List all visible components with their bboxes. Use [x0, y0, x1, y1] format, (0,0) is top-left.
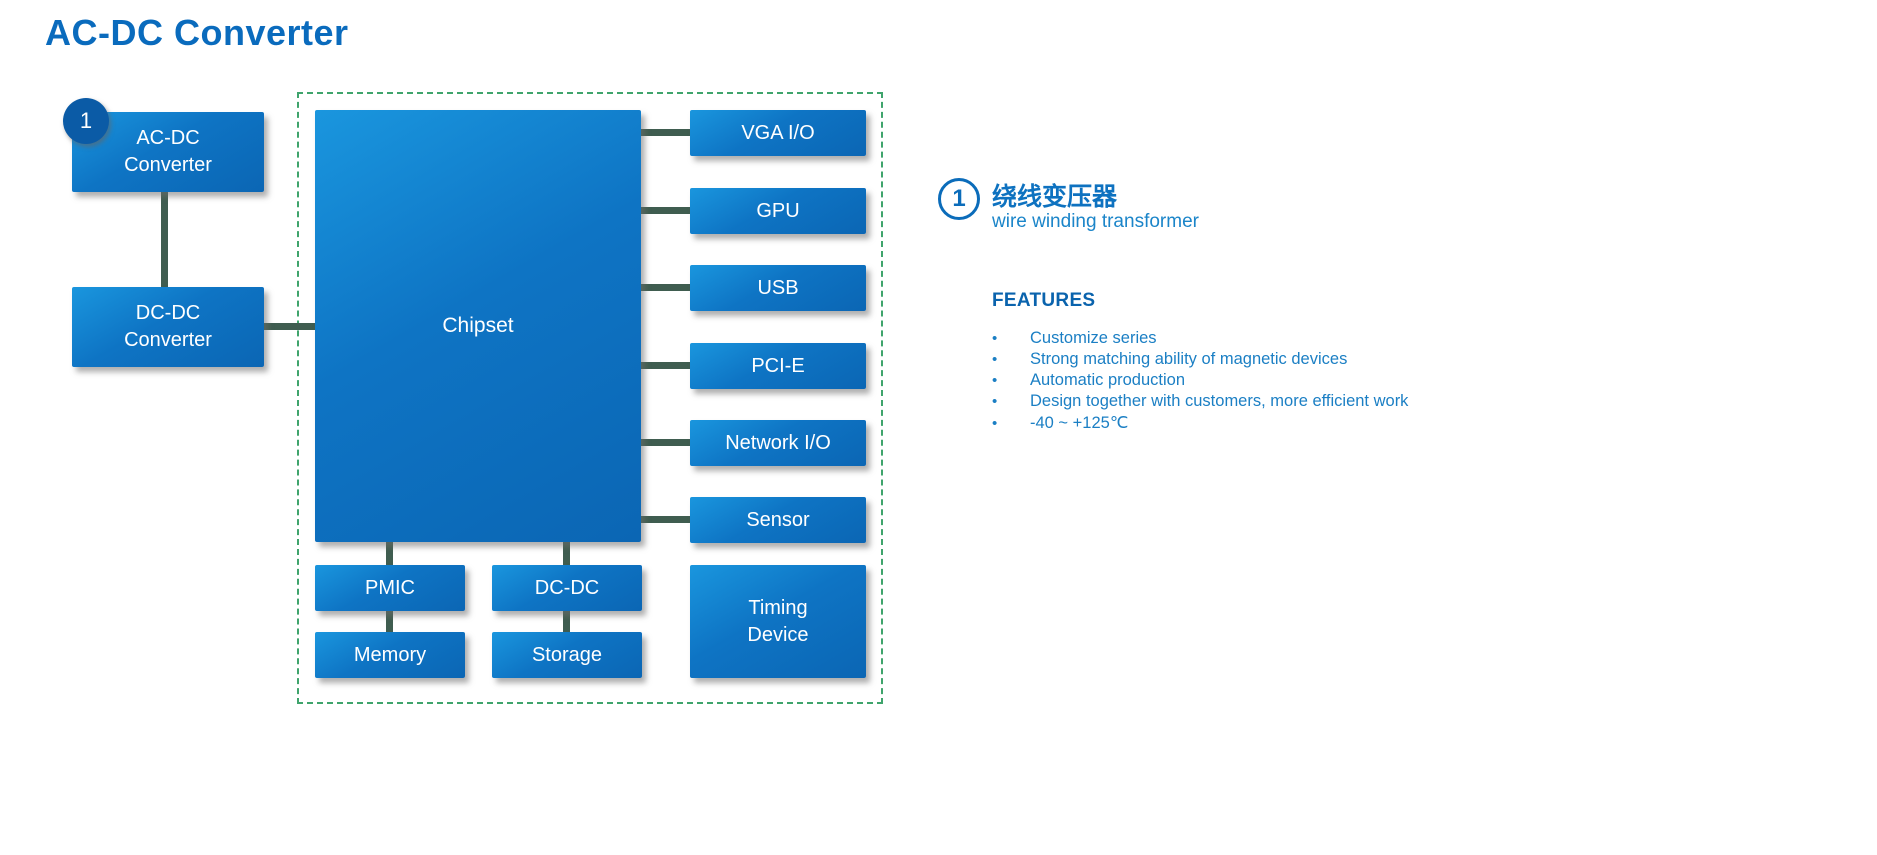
pmic-box: PMIC: [315, 565, 465, 611]
feature-text: Design together with customers, more eff…: [1030, 392, 1409, 410]
bullet-icon: •: [992, 351, 998, 368]
gpu-box: GPU: [690, 188, 866, 234]
feature-text: Automatic production: [1030, 371, 1186, 389]
feature-text: Customize series: [1030, 329, 1157, 347]
features-list: • Customize series • Strong matching abi…: [992, 329, 1512, 434]
connector-dcdc-to-chipset: [264, 323, 316, 330]
feature-item: • Customize series: [992, 329, 1512, 350]
timing-device-box: Timing Device: [690, 565, 866, 678]
feature-item: • Design together with customers, more e…: [992, 392, 1512, 413]
bullet-icon: •: [992, 372, 998, 389]
usb-box: USB: [690, 265, 866, 311]
memory-box: Memory: [315, 632, 465, 678]
chipset-group-frame: [297, 92, 883, 704]
feature-item: • Strong matching ability of magnetic de…: [992, 350, 1512, 371]
annotation-number-circle: 1: [938, 178, 980, 220]
step-1-badge: 1: [63, 98, 109, 144]
connector-chipset-to-pmic: [386, 540, 393, 567]
page-title: AC-DC Converter: [45, 12, 349, 53]
bullet-icon: •: [992, 393, 998, 410]
connector-dcdc-to-storage: [563, 609, 570, 634]
connector-chipset-to-dcdc-bottom: [563, 540, 570, 567]
connector-chipset-to-pcie: [641, 362, 690, 369]
feature-item: • Automatic production: [992, 371, 1512, 392]
pci-e-box: PCI-E: [690, 343, 866, 389]
dc-dc-converter-box: DC-DC Converter: [72, 287, 264, 367]
dc-dc-bottom-box: DC-DC: [492, 565, 642, 611]
vga-io-box: VGA I/O: [690, 110, 866, 156]
sensor-box: Sensor: [690, 497, 866, 543]
feature-item: • -40 ~ +125℃: [992, 413, 1512, 434]
connector-acdc-to-dcdc: [161, 192, 168, 287]
feature-text: -40 ~ +125℃: [1030, 414, 1129, 432]
connector-chipset-to-gpu: [641, 207, 690, 214]
ac-dc-converter-box: AC-DC Converter: [72, 112, 264, 192]
connector-chipset-to-usb: [641, 284, 690, 291]
connector-chipset-to-vga: [641, 129, 690, 136]
network-io-box: Network I/O: [690, 420, 866, 466]
annotation-title-zh: 绕线变压器: [992, 183, 1118, 211]
connector-pmic-to-memory: [386, 609, 393, 634]
annotation-title-en: wire winding transformer: [992, 211, 1199, 232]
feature-text: Strong matching ability of magnetic devi…: [1030, 350, 1348, 368]
storage-box: Storage: [492, 632, 642, 678]
chipset-box: Chipset: [315, 110, 641, 542]
bullet-icon: •: [992, 330, 998, 347]
connector-chipset-to-network: [641, 439, 690, 446]
connector-chipset-to-sensor: [641, 516, 690, 523]
features-heading: FEATURES: [992, 290, 1096, 311]
bullet-icon: •: [992, 415, 998, 432]
